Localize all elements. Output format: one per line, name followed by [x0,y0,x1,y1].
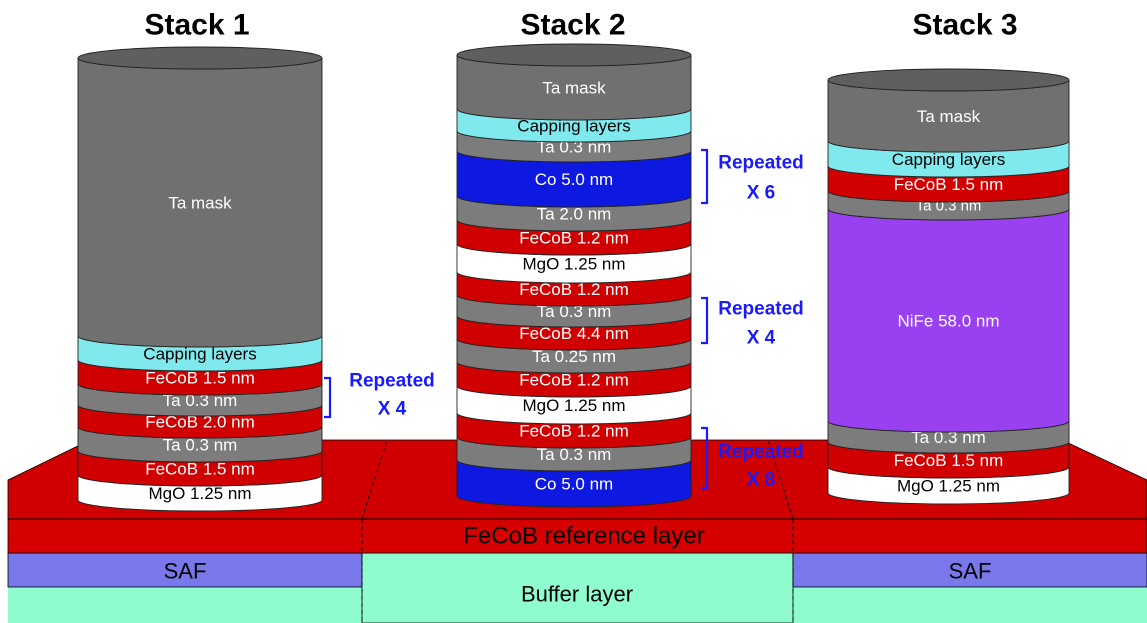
layer-mgo: MgO 1.25 nm [827,466,1070,505]
layer-capping: Capping layers [77,335,323,372]
layer-ta: Ta 2.0 nm [456,195,692,232]
layer-label: Ta mask [917,107,981,126]
buffer-layer-label: Buffer layer [521,582,633,607]
layer-label: FeCoB 1.2 nm [519,229,629,248]
layer-ta: Ta 0.3 nm [77,426,323,463]
layer-label: FeCoB 1.5 nm [145,460,255,479]
saf-left-label: SAF [164,559,207,584]
layer-label: FeCoB 1.2 nm [519,280,629,299]
layer-label: Ta 0.3 nm [911,428,986,447]
layer-label: Co 5.0 nm [535,475,613,494]
repeat-label: Repeated [718,153,804,174]
layer-label: Ta mask [168,194,232,213]
layer-label: Ta 2.0 nm [537,205,612,224]
repeat-count: X 6 [747,183,776,204]
layer-label: FeCoB 1.5 nm [145,369,255,388]
layer-label: Capping layers [892,150,1005,169]
layer-fecob: FeCoB 1.5 nm [827,441,1070,479]
layer-label: MgO 1.25 nm [897,477,1000,496]
layer-label: Ta 0.3 nm [163,436,238,455]
layer-fecob: FeCoB 2.0 nm [77,404,323,439]
layer-label: FeCoB 2.0 nm [145,413,255,432]
saf-right-band [792,552,1147,588]
stack-title: Stack 1 [144,9,249,42]
stack-1: Stack 1 MgO 1.25 nm FeCoB 1.5 nm Ta 0.3 nm F… [77,9,323,512]
repeat-label: Repeated [349,371,435,392]
layer-nife: NiFe 58.0 nm [827,208,1070,433]
repeat-bracket-1-1: Repeated X 4 [324,371,435,420]
repeat-bracket-2-3: Repeated X 8 [701,426,804,491]
layer-label: MgO 1.25 nm [149,484,252,503]
repeat-count: X 4 [378,399,407,420]
layer-label: MgO 1.25 nm [523,255,626,274]
layer-label: Co 5.0 nm [535,170,613,189]
saf-left-band [7,552,363,588]
repeat-count: X 4 [747,328,776,349]
layer-fecob: FeCoB 4.4 nm [456,315,692,351]
layer-label: Capping layers [517,117,630,136]
layer-ta_mask: Ta mask [456,54,692,121]
layer-label: NiFe 58.0 nm [897,312,999,331]
stack-top-cap [827,68,1070,92]
layer-label: FeCoB 1.5 nm [894,175,1004,194]
reference-layer-label: FeCoB reference layer [463,523,704,550]
layer-fecob: FeCoB 1.2 nm [456,219,692,256]
stack-title: Stack 3 [912,9,1017,42]
bracket-line [701,296,709,345]
layer-label: MgO 1.25 nm [523,396,626,415]
stack-3: Stack 3 MgO 1.25 nm FeCoB 1.5 nm Ta 0.3 nm N… [827,9,1070,505]
stack-2: Stack 2 Co 5.0 nm Ta 0.3 nm FeCoB 1.2 nm MgO… [456,9,692,508]
bracket-line [324,376,332,419]
stack-top-cap [456,43,692,67]
repeat-count: X 8 [747,470,776,491]
repeat-label: Repeated [718,299,804,320]
layer-label: FeCoB 1.2 nm [519,371,629,390]
layer-label: Ta 0.25 nm [532,347,616,366]
repeat-bracket-2-1: Repeated X 6 [701,148,804,205]
layer-label: FeCoB 1.5 nm [894,451,1004,470]
layer-co: Co 5.0 nm [456,459,692,508]
layer-label: Capping layers [143,345,256,364]
layer-fecob: FeCoB 1.5 nm [827,165,1070,203]
layer-label: Ta 0.3 nm [537,445,612,464]
stack-title: Stack 2 [520,9,625,42]
bracket-line [701,148,709,205]
layer-label: FeCoB 4.4 nm [519,324,629,343]
bracket-line [701,426,709,490]
layer-co: Co 5.0 nm [456,150,692,208]
layer-label: FeCoB 1.2 nm [519,422,629,441]
layer-label: Ta 0.3 nm [537,302,612,321]
layer-ta_mask: Ta mask [827,79,1070,153]
layer-label: Ta mask [542,79,606,98]
repeat-label: Repeated [718,442,804,463]
layer-fecob: FeCoB 1.2 nm [456,271,692,307]
stack-top-cap [77,46,323,70]
layer-label: Ta 0.3 nm [163,391,238,410]
reference-layer-front [7,518,1147,554]
saf-right-label: SAF [949,559,992,584]
repeat-bracket-2-2: Repeated X 4 [701,296,804,349]
layer-ta_mask: Ta mask [77,57,323,348]
